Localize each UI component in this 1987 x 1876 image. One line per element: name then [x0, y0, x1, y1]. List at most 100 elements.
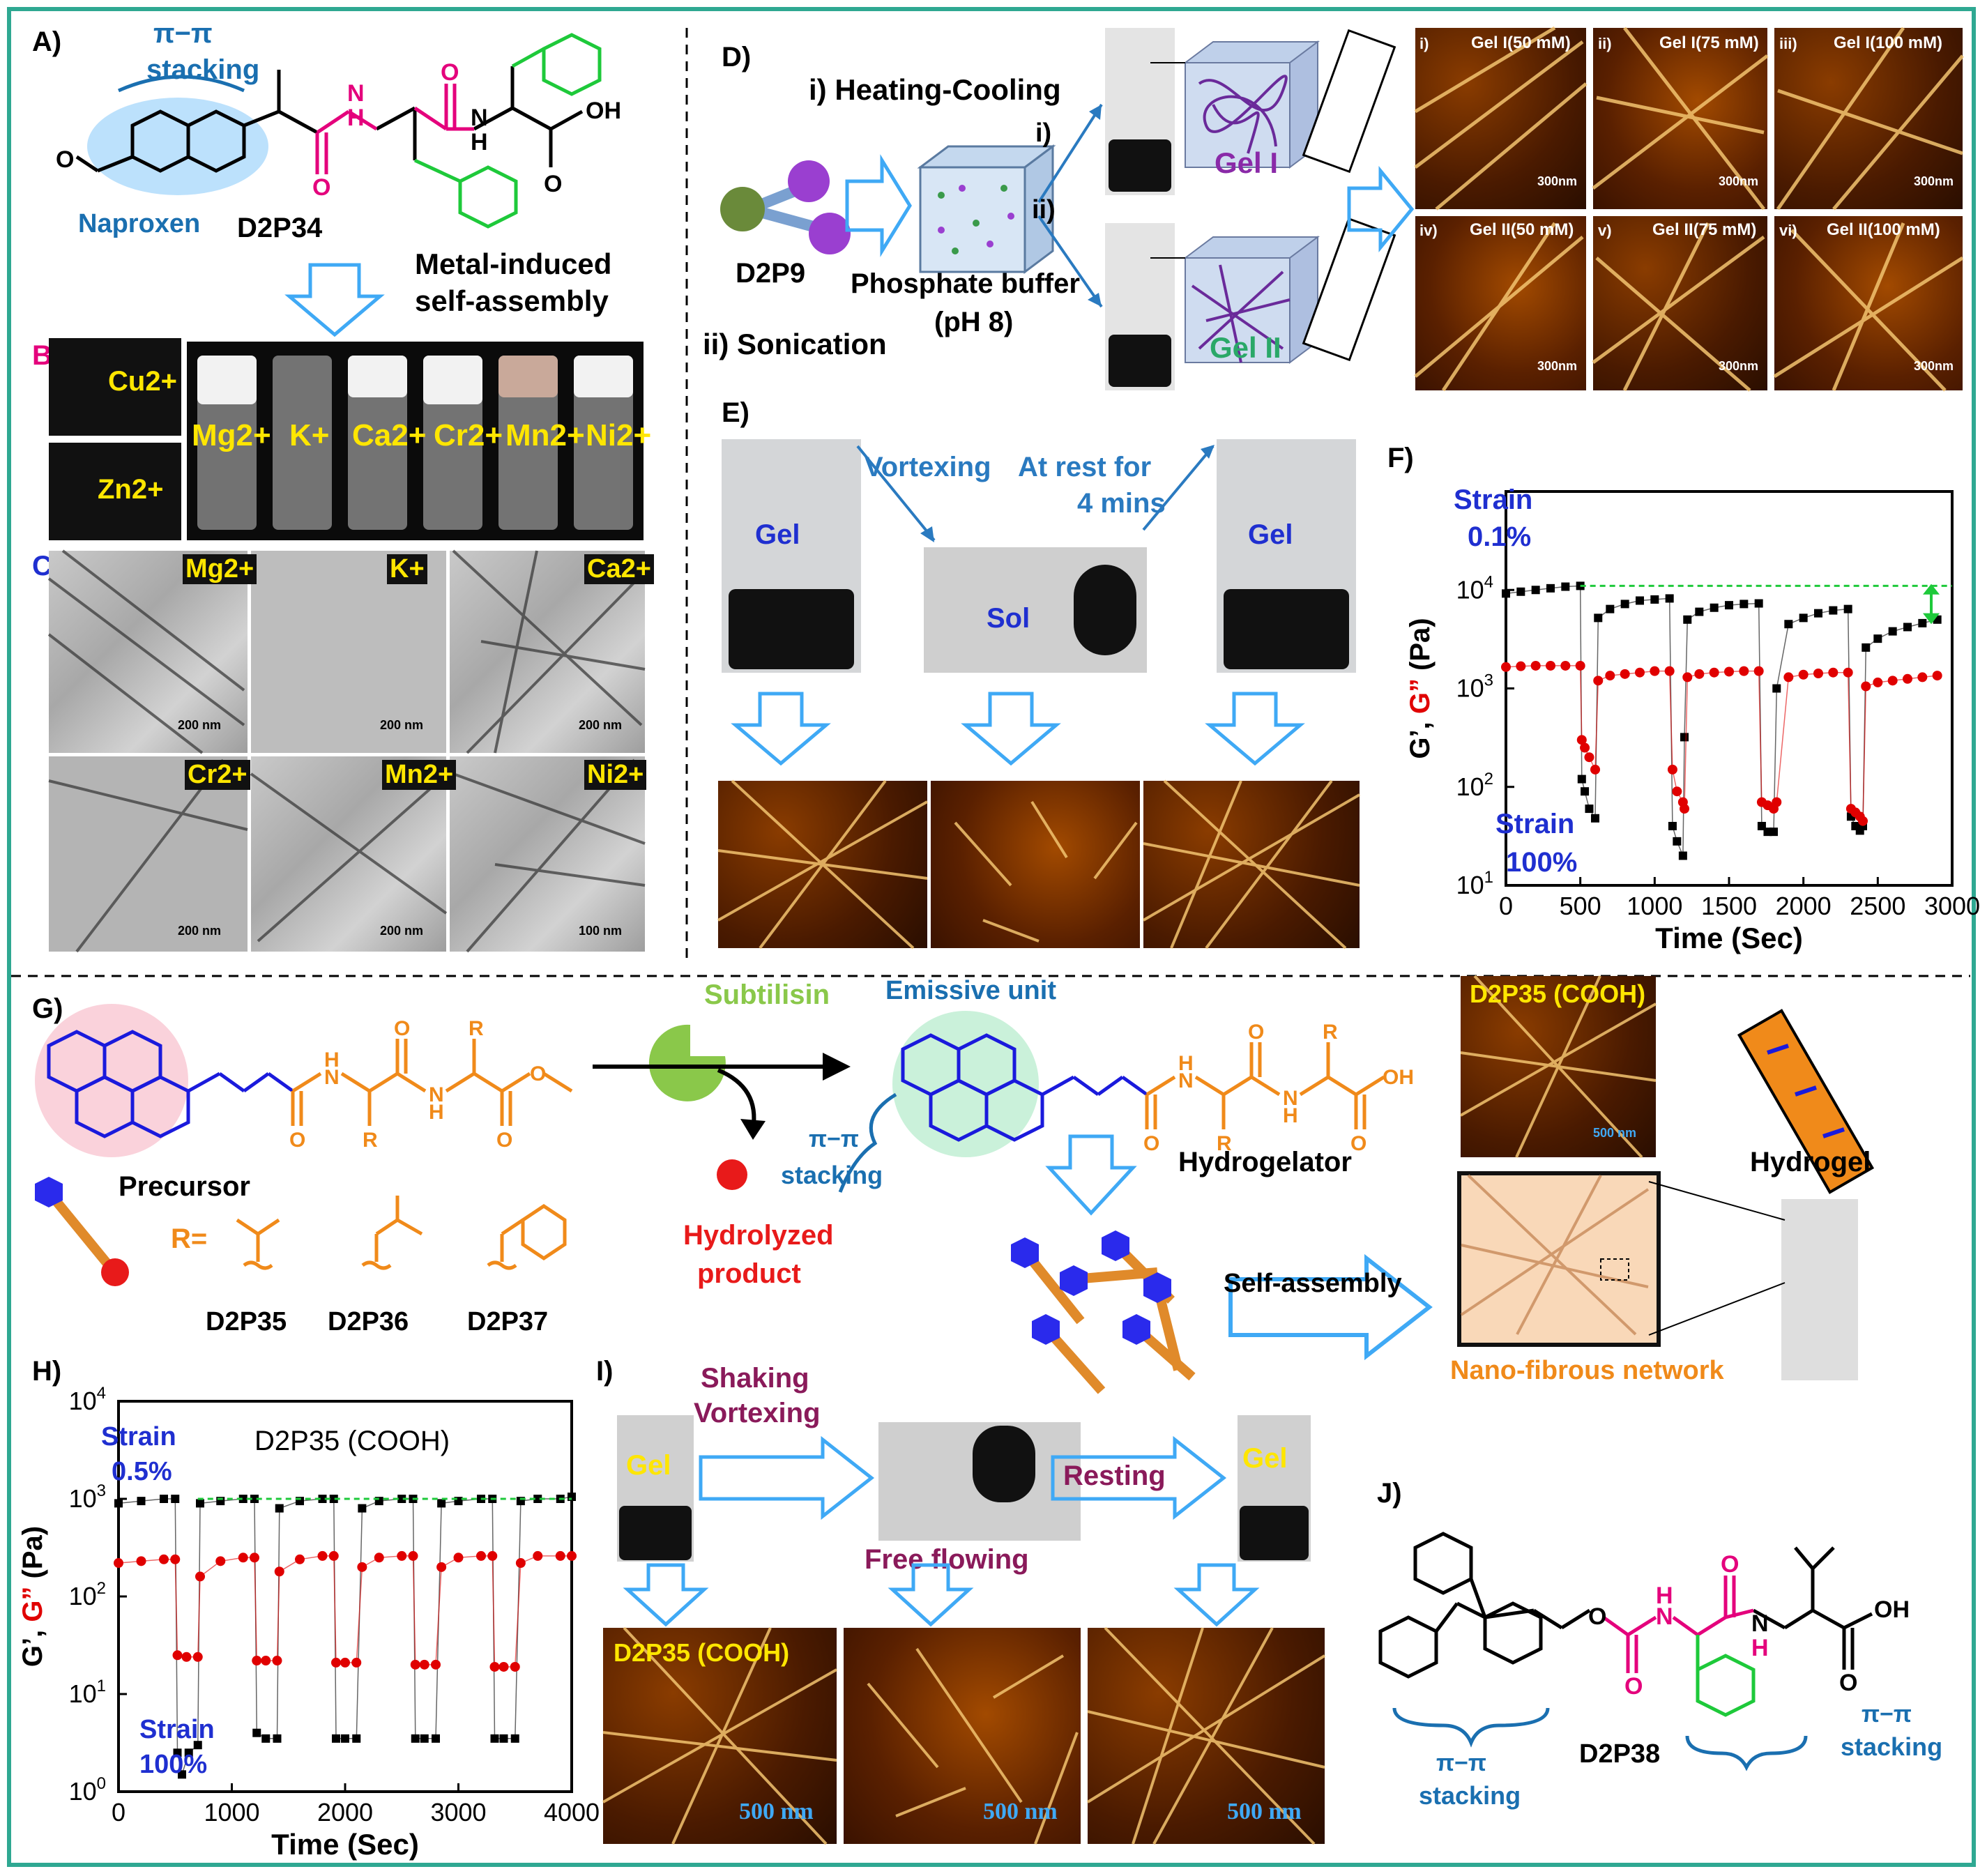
data-point-black: [173, 1748, 182, 1757]
heating-cooling-label: i) Heating-Cooling: [809, 73, 1061, 106]
data-point-red: [357, 1562, 367, 1572]
data-point-red: [476, 1550, 486, 1561]
data-point-black: [1873, 634, 1882, 643]
vial-cu: [49, 338, 181, 436]
afm-fibers-d: [1414, 26, 1964, 392]
afm-idx-5: v): [1598, 222, 1612, 239]
data-point-red: [533, 1550, 543, 1561]
data-point-red: [1584, 752, 1594, 763]
data-point-red: [1932, 671, 1942, 681]
gel-i-label: Gel I: [1215, 146, 1279, 179]
subtilisin-label: Subtilisin: [704, 979, 830, 1010]
data-point-red: [1680, 804, 1689, 814]
d2p36-label: D2P36: [328, 1307, 409, 1336]
data-point-black: [397, 1495, 406, 1503]
hydrolyzed-label-1: Hydrolyzed: [683, 1220, 834, 1251]
svg-text:O: O: [289, 1129, 305, 1152]
arrow-down-g: [1045, 1134, 1137, 1216]
rest-mins-label-e: 4 mins: [1077, 488, 1166, 519]
pi-pi-label-a: π−π: [153, 18, 213, 49]
y-tick-label: 101: [1456, 868, 1493, 899]
vortexing-label-e: Vortexing: [865, 452, 991, 482]
self-assembly-label-g: Self-assembly: [1224, 1269, 1402, 1298]
buffer-label: Phosphate buffer: [851, 268, 1080, 299]
e-sol-label: Sol: [987, 603, 1030, 634]
data-point-black: [178, 1770, 186, 1779]
afm-idx-4: iv): [1419, 222, 1438, 239]
f-strain-high-1: Strain: [1495, 809, 1575, 839]
data-point-black: [275, 1504, 284, 1513]
x-tick-label: 1000: [204, 1798, 259, 1827]
hydrogelator-structure: OHN RO NH RO OH: [892, 1011, 1414, 1157]
data-point-black: [1799, 613, 1808, 623]
j-pi-pi-b: π−π: [1862, 1701, 1912, 1728]
data-point-black: [490, 1734, 499, 1743]
data-point-red: [1724, 666, 1734, 677]
data-point-red: [487, 1550, 498, 1561]
panel-label-j: J): [1377, 1478, 1402, 1509]
route-i-label: i): [1035, 119, 1052, 148]
afm-idx-2: ii): [1598, 35, 1612, 52]
self-assembly-arrow: [1228, 1253, 1433, 1361]
svg-text:O: O: [1350, 1132, 1366, 1155]
afm-fibers-e: [717, 779, 1361, 950]
data-point-red: [192, 1652, 203, 1662]
gel-ii-label: Gel II: [1210, 331, 1281, 364]
nanofiber-lines: [1460, 1174, 1650, 1336]
ion-mg-b: Mg2+: [192, 418, 271, 452]
data-point-red: [410, 1659, 420, 1670]
data-point-red: [498, 1661, 509, 1672]
data-point-black: [137, 1497, 146, 1506]
r-equals-label: R=: [171, 1223, 208, 1254]
data-point-red: [159, 1554, 169, 1564]
svg-text:O: O: [1721, 1551, 1739, 1578]
data-point-black: [1769, 828, 1778, 837]
d2p37-label: D2P37: [467, 1307, 549, 1336]
e-gel-label-2: Gel: [1248, 519, 1293, 550]
vortexing-label-i: Vortexing: [694, 1398, 821, 1428]
vial-i-cap-free: [973, 1426, 1035, 1502]
panel-label-f: F): [1387, 443, 1414, 473]
atom-o2: O: [441, 59, 459, 86]
ion-ni-c: Ni2+: [584, 760, 647, 790]
data-point-red: [1843, 667, 1853, 678]
data-point-black: [1784, 620, 1793, 629]
data-point-red: [515, 1558, 526, 1569]
precursor-r2: R: [469, 1017, 484, 1040]
tem-k: [251, 551, 446, 753]
x-axis-label: Time (Sec): [271, 1828, 419, 1861]
j-stacking-b: stacking: [1841, 1732, 1943, 1761]
stacking-label-a: stacking: [146, 54, 260, 85]
data-point-black: [1739, 600, 1749, 609]
afm-scale-4: 300nm: [1537, 359, 1578, 373]
data-point-red: [317, 1550, 328, 1561]
vial-row-shapes: [197, 356, 633, 530]
data-point-black: [318, 1495, 327, 1503]
x-tick-label: 2500: [1850, 892, 1905, 920]
j-atom-n2: N: [1751, 1610, 1769, 1637]
data-point-red: [1560, 660, 1571, 671]
data-point-black: [1665, 594, 1674, 603]
data-point-black: [1695, 607, 1704, 616]
zoom-lines: [1648, 1181, 1786, 1336]
data-point-black: [1606, 604, 1615, 613]
recovery-arrowhead-down: [1923, 613, 1940, 625]
x-tick-label: 4000: [544, 1798, 600, 1827]
data-point-black: [533, 1495, 542, 1503]
svg-text:O: O: [496, 1129, 512, 1152]
scale-cr: 200 nm: [178, 924, 222, 938]
data-point-black: [341, 1734, 349, 1743]
data-point-black: [1772, 684, 1781, 693]
hydrogelator-label: Hydrogelator: [1178, 1147, 1352, 1177]
e-gel-label-1: Gel: [755, 519, 800, 550]
inset-label-g: D2P35 (COOH): [1470, 979, 1646, 1008]
data-point-red: [170, 1554, 181, 1564]
vial-e-cap-2: [1224, 589, 1349, 669]
i-gel-label-2: Gel: [1242, 1443, 1288, 1474]
inset-scale-g: 500 nm: [1593, 1126, 1637, 1140]
data-point-black: [1516, 587, 1525, 596]
svg-text:O: O: [1248, 1021, 1264, 1044]
route-arrows: [1037, 103, 1103, 308]
ion-cu: Cu2+: [108, 366, 177, 397]
y-tick-label: 101: [69, 1677, 106, 1708]
